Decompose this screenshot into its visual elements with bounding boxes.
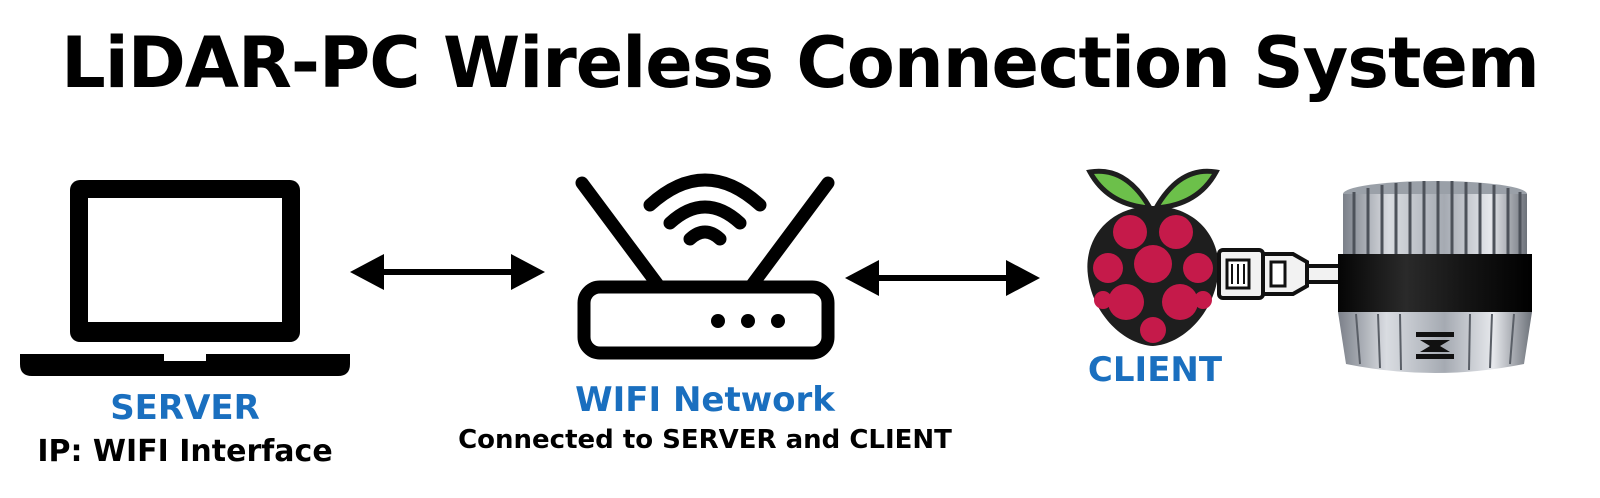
network-client-arrow <box>845 260 1040 296</box>
client-label: CLIENT <box>1087 350 1223 390</box>
laptop-icon <box>20 180 350 376</box>
diagram-title: LiDAR-PC Wireless Connection System <box>61 22 1540 104</box>
ethernet-cable-icon <box>1217 248 1367 300</box>
server-label: SERVER <box>110 388 260 428</box>
server-sublabel: IP: WIFI Interface <box>37 434 333 469</box>
lidar-sensor-icon <box>1338 181 1532 373</box>
router-icon <box>575 173 835 360</box>
raspberry-pi-icon <box>1086 168 1220 346</box>
network-sublabel: Connected to SERVER and CLIENT <box>458 425 952 455</box>
server-network-arrow <box>350 254 545 290</box>
network-label: WIFI Network <box>575 380 835 420</box>
